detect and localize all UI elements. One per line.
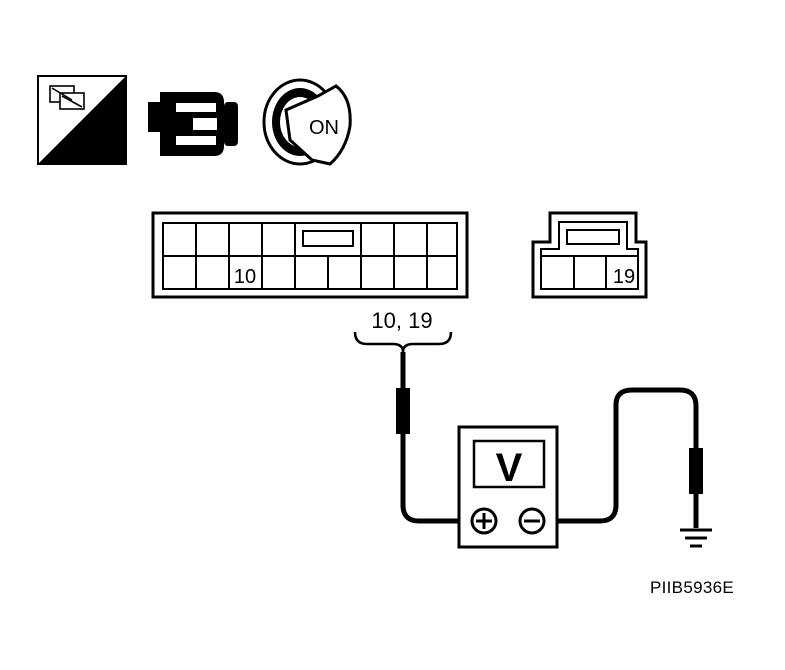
main-connector-pin-label: 10 (234, 266, 256, 288)
figure-code: PIIB5936E (650, 578, 734, 597)
negative-probe-lead (544, 387, 703, 528)
ground-symbol (680, 528, 712, 548)
voltmeter: V (457, 425, 559, 549)
key-on-label: ON (309, 117, 339, 139)
negative-terminal-icon (518, 507, 546, 535)
small-connector (531, 211, 648, 299)
harness-sign-text: H.S. (72, 138, 115, 163)
positive-terminal-icon (470, 507, 498, 535)
main-connector (151, 211, 469, 299)
ignition-key-on-icon: ON (262, 78, 352, 166)
small-connector-pin-label: 19 (613, 266, 635, 288)
probe-terminal-label: 10, 19 (371, 308, 432, 333)
probe-brace (353, 331, 453, 353)
harness-connector-disconnected-icon: H.S. (37, 75, 127, 165)
positive-probe-lead (396, 352, 472, 524)
connector-icon (148, 92, 238, 156)
meter-display-v: V (496, 446, 523, 490)
